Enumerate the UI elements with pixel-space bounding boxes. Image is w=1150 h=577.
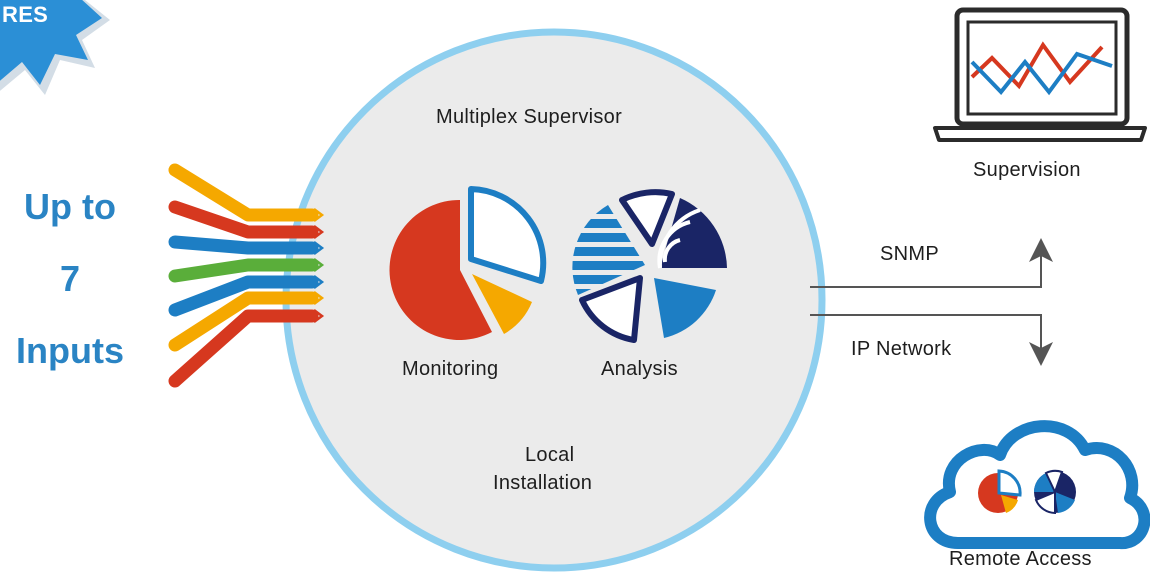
ip-network-link [810,314,1042,352]
corner-badge [0,0,110,95]
badge-text: RES [2,2,49,27]
local-label-line-1: Local [525,444,575,466]
snmp-link [810,250,1042,288]
analysis-slice-top-outline [619,189,675,247]
inputs-line-3: Inputs [16,330,124,371]
monitoring-label: Monitoring [402,358,499,380]
monitoring-slice-outline [468,186,547,284]
input-arrowhead-3 [313,241,325,255]
ip-network-arrowhead [1029,342,1053,366]
analysis-slice-bottom-outline [579,275,643,343]
laptop-icon [933,7,1147,142]
input-arrowhead-1 [313,208,325,222]
supervision-label: Supervision [973,159,1081,181]
monitoring-slice-orange [472,274,532,334]
cloud-icon [924,420,1150,549]
input-arrowhead-2 [313,225,325,239]
analysis-slice-arcs [657,198,727,269]
analysis-pie-chart [572,189,727,343]
inputs-line-1: Up to [24,186,116,227]
monitoring-slice-red [389,199,492,340]
analysis-label: Analysis [601,358,678,380]
input-arrowhead-6 [313,291,325,305]
input-arrowhead-5 [313,275,325,289]
analysis-slice-blue [654,278,716,338]
input-arrows [168,163,325,388]
input-arrowhead-7 [313,309,325,323]
local-label-line-2: Installation [493,472,593,494]
inputs-count: 7 [59,258,81,299]
center-title: Multiplex Supervisor [436,106,623,128]
monitoring-pie-chart [389,186,547,340]
input-arrowhead-4 [313,258,325,272]
snmp-arrowhead [1029,238,1053,262]
snmp-label: SNMP [880,243,939,265]
ip-network-label: IP Network [851,338,952,360]
remote-access-label: Remote Access [949,548,1092,570]
